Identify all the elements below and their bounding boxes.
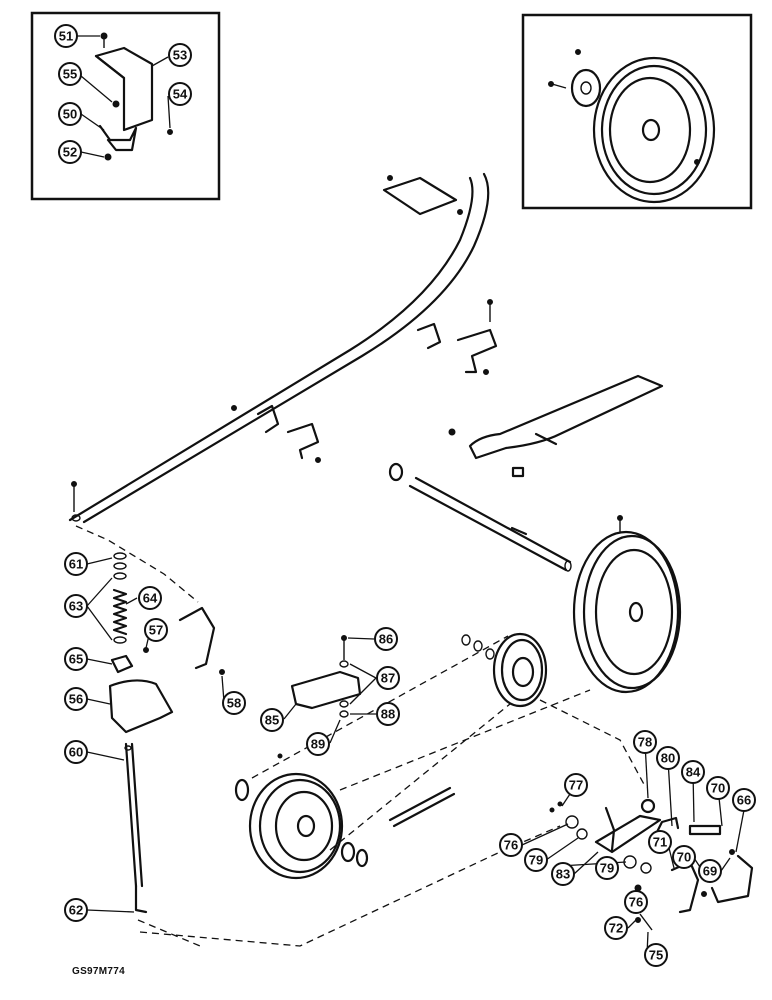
callout-label: 79 (600, 861, 614, 876)
callout-label: 63 (69, 599, 83, 614)
callout-label: 75 (649, 948, 663, 963)
callout-label: 56 (69, 692, 83, 707)
callout-71: 71 (648, 830, 672, 854)
callout-79: 79 (524, 848, 548, 872)
callout-56: 56 (64, 687, 88, 711)
callout-label: 64 (143, 591, 158, 606)
callout-65: 65 (64, 647, 88, 671)
callout-83: 83 (551, 862, 575, 886)
callout-label: 52 (63, 145, 77, 160)
callout-label: 55 (63, 67, 77, 82)
callout-label: 71 (653, 835, 667, 850)
callout-57: 57 (144, 618, 168, 642)
idler-rod (388, 786, 456, 828)
callout-label: 50 (63, 107, 77, 122)
medium-pulley (461, 632, 548, 708)
callout-54: 54 (168, 82, 192, 106)
callout-66: 66 (732, 788, 756, 812)
callout-label: 72 (609, 921, 623, 936)
double-pulley (234, 772, 369, 880)
callout-label: 70 (711, 781, 725, 796)
callout-77: 77 (564, 773, 588, 797)
callout-label: 66 (737, 793, 751, 808)
callout-86: 86 (374, 627, 398, 651)
callout-label: 84 (686, 765, 701, 780)
callout-53: 53 (168, 43, 192, 67)
callout-60: 60 (64, 740, 88, 764)
drive-shaft (388, 462, 623, 572)
callout-label: 65 (69, 652, 83, 667)
callout-76: 76 (499, 833, 523, 857)
callout-label: 60 (69, 745, 83, 760)
callout-79b: 79 (595, 856, 619, 880)
callout-80: 80 (656, 746, 680, 770)
callout-50: 50 (58, 102, 82, 126)
callout-51: 51 (54, 24, 78, 48)
adjusting-rod (124, 742, 148, 914)
callout-label: 77 (569, 778, 583, 793)
callout-55: 55 (58, 62, 82, 86)
callout-84: 84 (681, 760, 705, 784)
callout-75: 75 (644, 943, 668, 967)
callout-label: 80 (661, 751, 675, 766)
callout-label: 54 (173, 87, 188, 102)
callout-label: 57 (149, 623, 163, 638)
callout-62: 62 (64, 898, 88, 922)
callout-87: 87 (376, 666, 400, 690)
callout-76b: 76 (624, 890, 648, 914)
callout-label: 62 (69, 903, 83, 918)
callout-label: 70 (677, 850, 691, 865)
callout-label: 89 (311, 737, 325, 752)
spring-assembly (108, 552, 225, 734)
callout-88: 88 (376, 702, 400, 726)
callout-72: 72 (604, 916, 628, 940)
callout-70b: 70 (672, 845, 696, 869)
callout-label: 79 (529, 853, 543, 868)
callout-70: 70 (706, 776, 730, 800)
callout-69: 69 (698, 859, 722, 883)
callout-85: 85 (260, 708, 284, 732)
callout-61: 61 (64, 552, 88, 576)
callout-89: 89 (306, 732, 330, 756)
inset-pulley-assembly (548, 49, 716, 204)
callout-label: 69 (703, 864, 717, 879)
callout-label: 87 (381, 671, 395, 686)
callout-label: 51 (59, 29, 73, 44)
callout-78: 78 (633, 730, 657, 754)
large-pulley (572, 530, 682, 694)
leader-lines (77, 35, 745, 956)
support-arm (448, 374, 664, 478)
callout-label: 53 (173, 48, 187, 63)
callout-label: 76 (629, 895, 643, 910)
inset-bracket-assembly (94, 32, 173, 161)
callout-63: 63 (64, 594, 88, 618)
callout-label: 61 (69, 557, 83, 572)
diagram-code: GS97M774 (72, 966, 125, 977)
callout-label: 78 (638, 735, 652, 750)
callout-label: 86 (379, 632, 393, 647)
callout-label: 88 (381, 707, 395, 722)
callout-label: 83 (556, 867, 570, 882)
callout-label: 58 (227, 696, 241, 711)
callout-64: 64 (138, 586, 162, 610)
callout-52: 52 (58, 140, 82, 164)
inset-frame-bracket (30, 11, 221, 201)
callout-58: 58 (222, 691, 246, 715)
callout-label: 76 (504, 838, 518, 853)
callout-label: 85 (265, 713, 279, 728)
inset-frame-pulley (521, 13, 753, 210)
frame-tube (68, 172, 498, 524)
